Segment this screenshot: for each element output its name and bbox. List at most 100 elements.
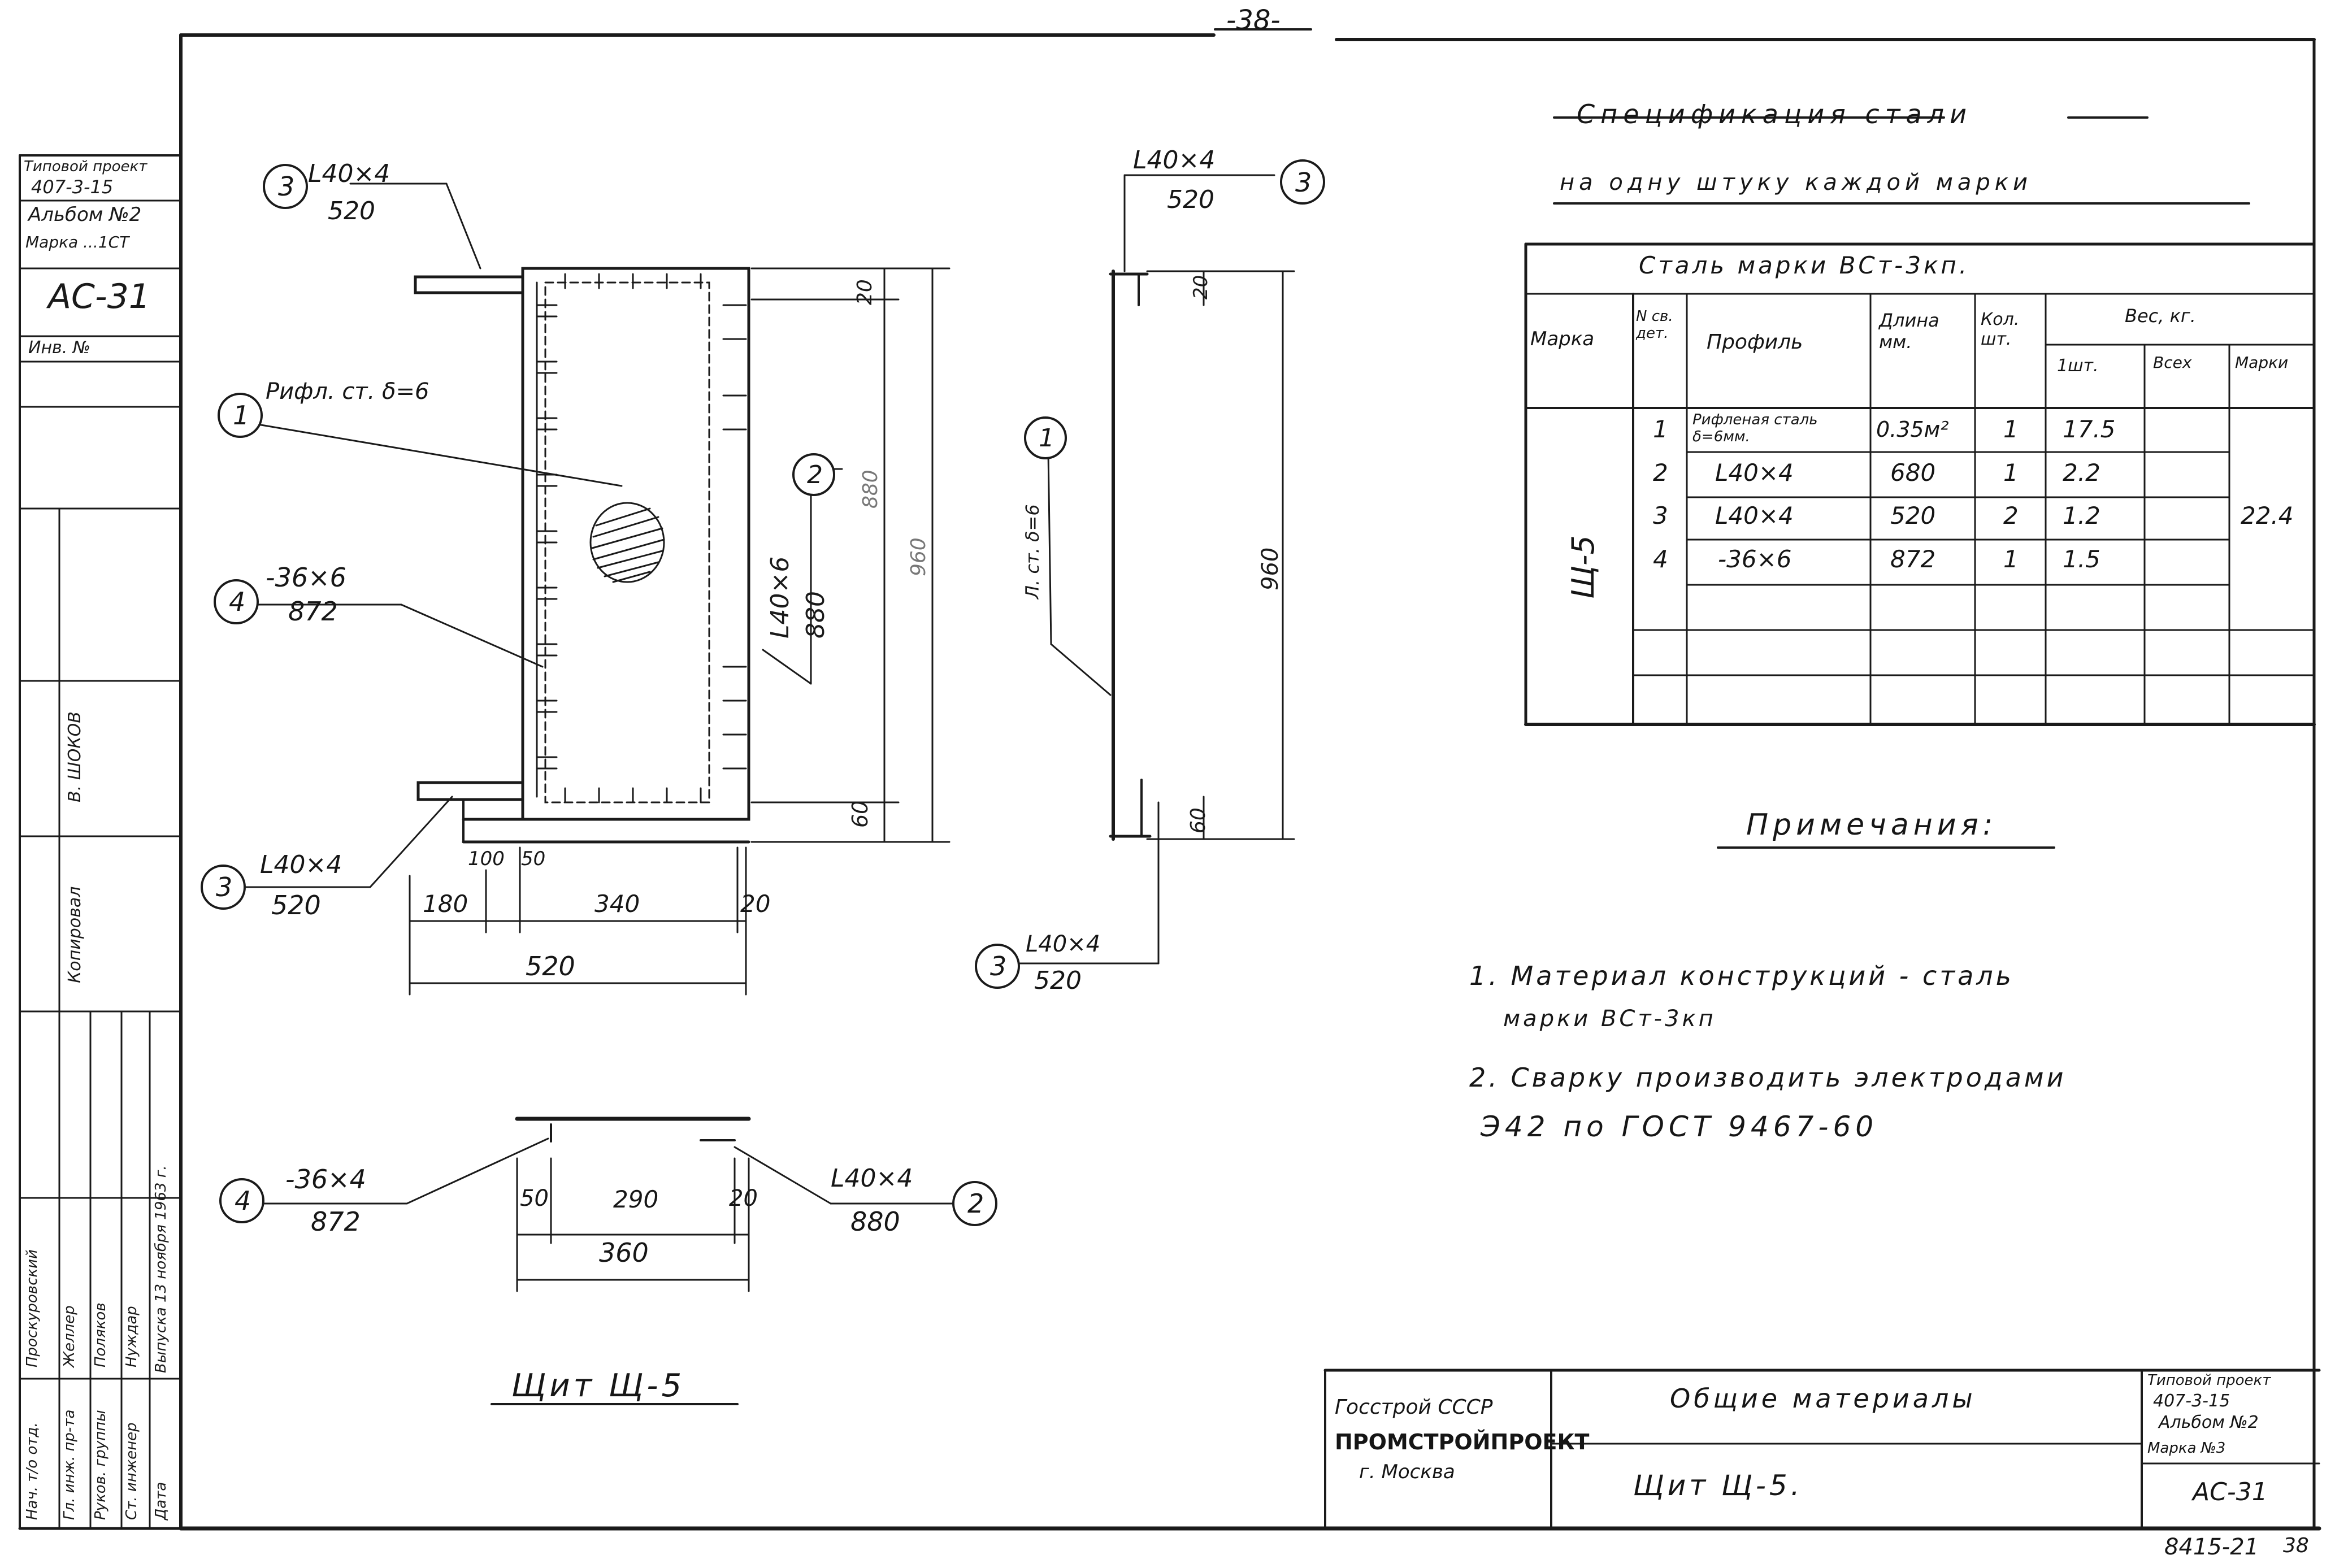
cell-length: 680 bbox=[1890, 459, 1936, 487]
note-line: 2. Сварку производить электродами bbox=[1469, 1062, 2067, 1093]
pos-number: 3 bbox=[216, 872, 233, 902]
cell-qty: 1 bbox=[2003, 459, 2019, 487]
strip-issued-label: В. ШОКОВ bbox=[65, 711, 85, 802]
dimension: 20 bbox=[1190, 275, 1212, 299]
cell-weight-one: 2.2 bbox=[2063, 459, 2100, 487]
length-label: 872 bbox=[288, 596, 338, 627]
section-title: Общие материалы bbox=[1670, 1383, 1976, 1414]
header-weight: Вес, кг. bbox=[2125, 305, 2196, 327]
note-line: марки ВСт-3кп bbox=[1503, 1006, 1716, 1032]
cell-length: 0.35м² bbox=[1876, 417, 1949, 442]
pos-number: 2 bbox=[967, 1188, 984, 1219]
sheet-name: Щит Щ-5. bbox=[1633, 1469, 1803, 1502]
cell-n: 3 bbox=[1653, 502, 1668, 529]
drawing-caption: Щит Щ-5 bbox=[511, 1367, 685, 1404]
pos-number: 3 bbox=[278, 171, 295, 202]
strip-album: Альбом №2 bbox=[28, 203, 142, 226]
cell-profile: -36×6 bbox=[1718, 545, 1792, 573]
strip-sign-name-1: Проскуровский bbox=[24, 1249, 41, 1367]
dimension: 20 bbox=[729, 1185, 758, 1211]
dimension: 960 bbox=[1257, 547, 1283, 590]
pos-number: 3 bbox=[1295, 167, 1312, 198]
profile-label: L40×6 bbox=[766, 556, 795, 639]
header-weight-one: 1шт. bbox=[2057, 356, 2099, 376]
page-number: -38- bbox=[1226, 5, 1281, 36]
cell-profile: L40×4 bbox=[1715, 502, 1794, 529]
dimension: 50 bbox=[520, 1185, 549, 1211]
header-qty: Кол. шт. bbox=[1981, 310, 2020, 349]
strip-sign-role-4: Ст. инженер bbox=[123, 1422, 140, 1520]
note-line: 1. Материал конструкций - сталь bbox=[1469, 961, 2014, 991]
notes-title: Примечания: bbox=[1746, 808, 1998, 842]
pos-number: 4 bbox=[235, 1185, 251, 1216]
dimension: 60 bbox=[848, 800, 873, 828]
profile-label: L40×4 bbox=[1026, 931, 1101, 957]
header-mark: Марка bbox=[1530, 328, 1595, 350]
profile-label: -36×6 bbox=[266, 562, 346, 593]
strip-sign-name-4: Нуждар bbox=[123, 1306, 140, 1367]
dimension: 100 bbox=[468, 848, 505, 870]
header-length: Длина мм. bbox=[1879, 310, 1939, 353]
length-label: 520 bbox=[1034, 966, 1082, 995]
dimension: 290 bbox=[613, 1185, 659, 1213]
right-mark-label: Марка №3 bbox=[2147, 1440, 2226, 1457]
org-institute: ПРОМСТРОЙПРОЕКТ bbox=[1335, 1430, 1590, 1454]
cell-weight-one: 17.5 bbox=[2063, 415, 2116, 443]
strip-sign-role-5: Дата bbox=[153, 1482, 170, 1520]
cell-length: 520 bbox=[1890, 502, 1936, 529]
part-label: Рифл. ст. δ=6 bbox=[266, 379, 429, 405]
spec-title: Спецификация стали bbox=[1577, 99, 1972, 129]
profile-label: L40×4 bbox=[831, 1164, 913, 1193]
total-weight: 22.4 bbox=[2241, 502, 2294, 529]
cell-n: 1 bbox=[1653, 415, 1668, 443]
strip-sign-role-3: Руков. группы bbox=[92, 1410, 109, 1520]
strip-project-number: 407-3-15 bbox=[31, 176, 114, 198]
length-label: 880 bbox=[850, 1206, 900, 1237]
cell-weight-one: 1.2 bbox=[2063, 502, 2100, 529]
right-project-number: 407-3-15 bbox=[2153, 1391, 2230, 1411]
note-line: Э42 по ГОСТ 9467-60 bbox=[1481, 1110, 1878, 1143]
pos-number: 2 bbox=[807, 461, 823, 489]
dimension: 960 bbox=[907, 537, 930, 576]
right-album: Альбом №2 bbox=[2159, 1413, 2259, 1432]
profile-label: L40×4 bbox=[308, 159, 390, 188]
dimension: 180 bbox=[423, 890, 468, 918]
dimension: 520 bbox=[526, 951, 575, 981]
length-label: 520 bbox=[328, 197, 375, 225]
length-label: 872 bbox=[311, 1206, 361, 1237]
dimension: 880 bbox=[859, 470, 882, 509]
length-label: 880 bbox=[801, 591, 830, 639]
dimension: 360 bbox=[599, 1237, 649, 1268]
cell-profile: L40×4 bbox=[1715, 459, 1794, 487]
header-weight-all: Всех bbox=[2153, 353, 2192, 372]
dimension: 20 bbox=[853, 279, 876, 305]
strip-sign-role-2: Гл. инж. пр-та bbox=[61, 1409, 78, 1520]
length-label: 520 bbox=[1167, 185, 1214, 214]
strip-sign-name-3: Поляков bbox=[92, 1302, 109, 1367]
archive-number: 8415-21 bbox=[2164, 1534, 2259, 1560]
strip-mark-label: Марка ...1СТ bbox=[25, 233, 129, 251]
strip-typical-project: Типовой проект bbox=[24, 158, 147, 175]
mark-value: Щ-5 bbox=[1565, 535, 1601, 599]
strip-sign-role-1: Нач. т/о отд. bbox=[24, 1422, 41, 1520]
strip-checked-label: Копировал bbox=[65, 886, 85, 983]
part-label: Л. ст. δ=6 bbox=[1022, 504, 1043, 599]
profile-label: L40×4 bbox=[260, 850, 342, 879]
strip-inventory: Инв. № bbox=[28, 338, 91, 358]
header-weight-mark: Марки bbox=[2235, 353, 2289, 372]
profile-label: L40×4 bbox=[1133, 146, 1216, 175]
cell-n: 2 bbox=[1653, 459, 1668, 487]
strip-sign-name-5: Выпуска 13 ноября 1963 г. bbox=[153, 1165, 170, 1373]
cell-length: 872 bbox=[1890, 545, 1936, 573]
cell-qty: 1 bbox=[2003, 545, 2019, 573]
right-mark: АС-31 bbox=[2193, 1478, 2268, 1506]
profile-label: -36×4 bbox=[285, 1164, 366, 1195]
dimension: 60 bbox=[1187, 807, 1210, 833]
header-detail-no: N св. дет. bbox=[1636, 308, 1673, 342]
dimension: 50 bbox=[521, 848, 546, 870]
right-project-label: Типовой проект bbox=[2147, 1372, 2271, 1389]
sheet-number: 38 bbox=[2283, 1534, 2309, 1557]
cell-qty: 1 bbox=[2003, 415, 2019, 443]
strip-mark-code: АС-31 bbox=[48, 277, 150, 316]
